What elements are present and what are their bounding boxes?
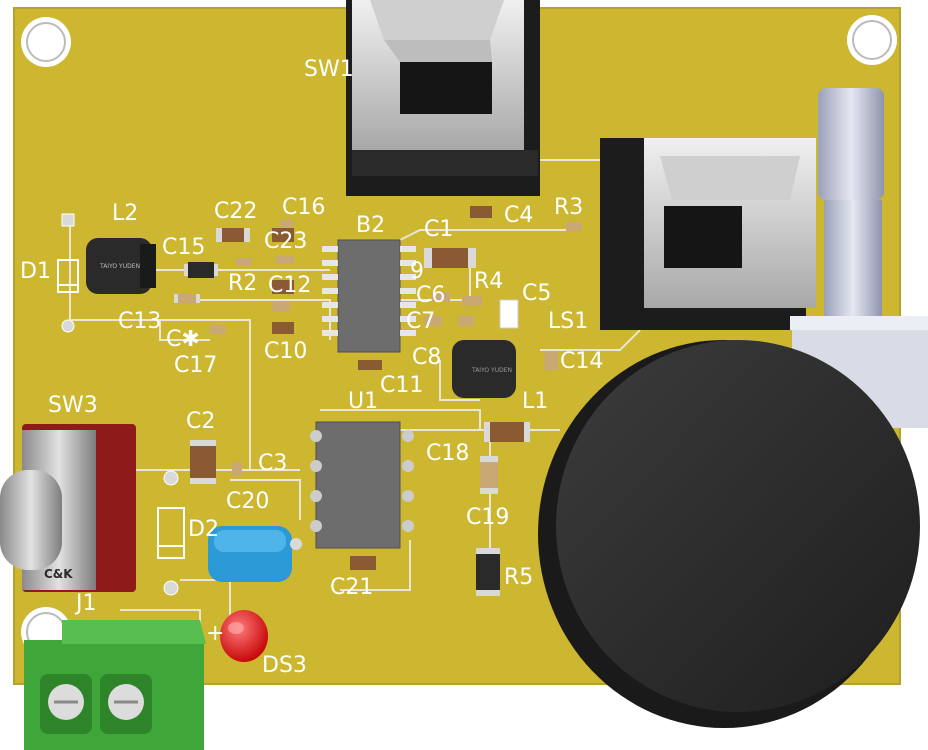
- led-polarity-mark: +: [206, 621, 224, 646]
- terminal-block-j1[interactable]: [24, 620, 206, 750]
- label-c4: C4: [504, 203, 533, 228]
- label-sw1: SW1: [304, 57, 354, 82]
- label-c23: C23: [264, 229, 307, 254]
- silkscreen-labels: SW1 L2 C22 C16 B2 C1 C4 R3 D1 C15 C23 9 …: [20, 57, 603, 678]
- ic-b2: [322, 239, 416, 370]
- label-c14: C14: [560, 349, 603, 374]
- label-c2: C2: [186, 409, 215, 434]
- inductor-l1-marking: TAIYO YUDEN: [471, 367, 512, 374]
- label-l2: L2: [112, 201, 138, 226]
- label-c6: C6: [416, 283, 445, 308]
- label-c22: C22: [214, 199, 257, 224]
- capacitor-c2: [190, 440, 242, 484]
- ic-u1: [310, 421, 414, 570]
- label-c16: C16: [282, 195, 325, 220]
- led-ds3: +: [206, 610, 268, 662]
- label-c5: C5: [522, 281, 551, 306]
- label-j1: J1: [74, 591, 97, 616]
- label-ds3: DS3: [262, 653, 307, 678]
- diode-d2: [157, 470, 185, 596]
- label-b2: B2: [356, 213, 385, 238]
- diode-d1: [57, 213, 79, 333]
- switch-sw1[interactable]: [346, 0, 540, 196]
- label-r2: R2: [228, 271, 257, 296]
- label-d2: D2: [188, 517, 219, 542]
- label-cstar: C✱: [166, 327, 200, 352]
- label-c15: C15: [162, 235, 205, 260]
- smd-cluster-left: [174, 220, 294, 334]
- label-c3: C3: [258, 451, 287, 476]
- label-c18: C18: [426, 441, 469, 466]
- inductor-l2-marking: TAIYO YUDEN: [99, 263, 140, 270]
- label-c8: C8: [412, 345, 441, 370]
- label-r3: R3: [554, 195, 583, 220]
- toggle-brand-logo: C&K: [44, 567, 73, 581]
- smd-cluster-right: [424, 206, 582, 370]
- toggle-switch-sw3[interactable]: C&K: [0, 424, 136, 592]
- label-c10: C10: [264, 339, 307, 364]
- capacitor-c20-film: [208, 526, 302, 582]
- label-l1: L1: [522, 389, 548, 414]
- label-d1: D1: [20, 259, 51, 284]
- label-sw3: SW3: [48, 393, 98, 418]
- label-c19: C19: [466, 505, 509, 530]
- label-r4: R4: [474, 269, 503, 294]
- label-c11: C11: [380, 373, 423, 398]
- label-ls1: LS1: [548, 309, 588, 334]
- smd-cluster-bottom: [476, 422, 530, 596]
- label-r5: R5: [504, 565, 533, 590]
- inductor-l2: TAIYO YUDEN: [86, 238, 156, 294]
- label-c12: C12: [268, 273, 311, 298]
- label-u1: U1: [348, 389, 378, 414]
- label-c17: C17: [174, 353, 217, 378]
- inductor-l1: TAIYO YUDEN: [452, 340, 516, 398]
- label-c21: C21: [330, 575, 373, 600]
- label-c1: C1: [424, 217, 453, 242]
- label-c20: C20: [226, 489, 269, 514]
- knob[interactable]: [538, 340, 920, 728]
- label-c9: 9: [410, 259, 424, 284]
- label-c13: C13: [118, 309, 161, 334]
- label-c7: C7: [406, 309, 435, 334]
- switch-ls1[interactable]: [600, 138, 816, 330]
